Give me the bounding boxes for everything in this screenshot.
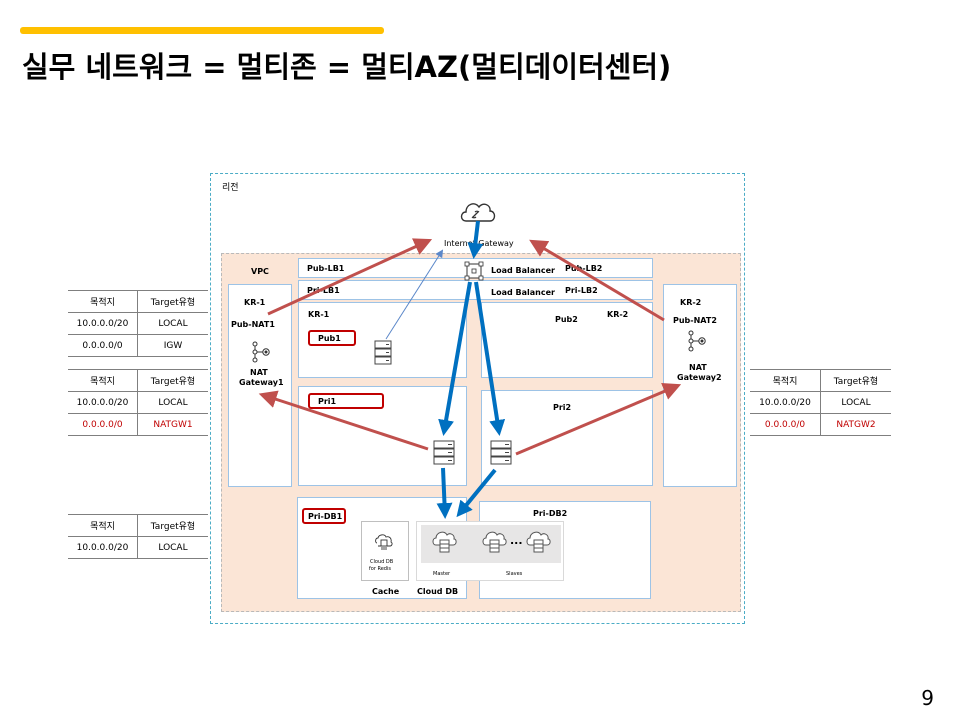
subnet-label-pub-lb2: Pub-LB2 [565,264,603,273]
route-header-destination: 목적지 [68,514,138,537]
zone-label-kr1-left: KR-1 [244,298,266,307]
vpc-label: VPC [251,267,269,276]
subnet-label-pub-nat2: Pub-NAT2 [673,316,717,325]
route-header-target: Target유형 [137,290,208,313]
subnet-label-pub-nat1: Pub-NAT1 [231,320,275,329]
subnet-label-pub1: Pub1 [308,330,356,346]
db-slave-icon [482,531,507,553]
thin-arrow-pub1-igw [385,249,444,340]
nat-gateway1-icon [252,341,270,363]
load-balancer-label-1: Load Balancer [491,266,555,275]
route-cell: NATGW1 [137,413,208,436]
blue-arrow-lb-pri2 [474,281,506,436]
nat-gateway2-label-line1: NAT [689,363,707,372]
route-header-destination: 목적지 [68,290,138,313]
route-header-destination: 목적지 [68,369,138,392]
route-cell: 10.0.0.0/20 [68,536,138,559]
subnet-label-pri-db2: Pri-DB2 [533,509,568,518]
subnet-label-pri-db1: Pri-DB1 [302,508,346,524]
route-cell: 10.0.0.0/20 [68,391,138,414]
nat-gateway2-icon [688,330,706,352]
db-slave-icon [526,531,551,553]
route-cell: NATGW2 [820,413,891,436]
load-balancer-label-2: Load Balancer [491,288,555,297]
subnet-label-pub2: Pub2 [555,315,578,324]
route-cell: 0.0.0.0/0 [750,413,821,436]
subnet-pub2 [481,302,653,378]
slide-title: 실무 네트워크 = 멀티존 = 멀티AZ(멀티데이터센터) [22,50,672,84]
route-header-target: Target유형 [137,514,208,537]
subnet-label-pri-lb2: Pri-LB2 [565,286,598,295]
zone-label-kr2-mid: KR-2 [607,310,629,319]
title-accent-bar [20,27,384,34]
load-balancer-icon [464,261,484,281]
zone-label-kr1-mid: KR-1 [308,310,330,319]
subnet-label-pri1: Pri1 [308,393,384,409]
blue-arrow-igw-lb [467,220,484,259]
master-label: Master [433,571,451,577]
region-label: 리전 [222,183,239,193]
route-header-target: Target유형 [137,369,208,392]
red-arrow-nat1-igw [267,238,433,316]
nat-gateway1-label-line2: Gateway1 [239,378,284,387]
page-number: 9 [921,686,934,710]
route-cell: IGW [137,334,208,357]
cloud-db-label: Cloud DB [417,587,459,596]
route-cell: LOCAL [820,391,891,414]
redis-chip-icon [375,534,393,550]
redis-label-line1: Cloud DB [370,559,394,565]
red-arrow-pri1-nat1 [258,390,429,451]
red-arrow-pri2-nat2 [515,382,682,456]
route-cell: 10.0.0.0/20 [68,312,138,335]
route-cell: 0.0.0.0/0 [68,334,138,357]
zone-kr1-nat [228,284,292,487]
nat-gateway1-label-line1: NAT [250,368,268,377]
slaves-label: Slaves [506,571,523,577]
subnet-label-pri2: Pri2 [553,403,572,412]
blue-arrow-lb-pri1 [438,281,472,436]
route-header-destination: 목적지 [750,369,821,392]
route-header-target: Target유형 [820,369,891,392]
blue-arrow-pri1-db [436,467,453,519]
route-cell: 10.0.0.0/20 [750,391,821,414]
route-cell: LOCAL [137,391,208,414]
subnet-label-pri-lb1: Pri-LB1 [307,286,340,295]
redis-label-line2: for Redis [369,566,391,572]
nat-gateway2-label-line2: Gateway2 [677,373,722,382]
zone-label-kr2-right: KR-2 [680,298,702,307]
subnet-pri2 [481,390,653,486]
server-icon-pri1 [433,440,455,465]
subnet-label-pub-lb1: Pub-LB1 [307,264,345,273]
slaves-ellipsis: ... [510,534,523,547]
cloud-link-icon [460,203,496,222]
red-arrow-nat2-igw [529,239,665,322]
blue-arrow-pri2-db [456,468,497,518]
route-cell: 0.0.0.0/0 [68,413,138,436]
route-cell: LOCAL [137,312,208,335]
cache-label: Cache [372,587,400,596]
server-icon-pri2 [490,440,512,465]
db-master-icon [432,531,457,553]
redis-box [361,521,409,581]
server-icon-pub1 [374,340,392,365]
region-box [210,173,745,624]
route-cell: LOCAL [137,536,208,559]
